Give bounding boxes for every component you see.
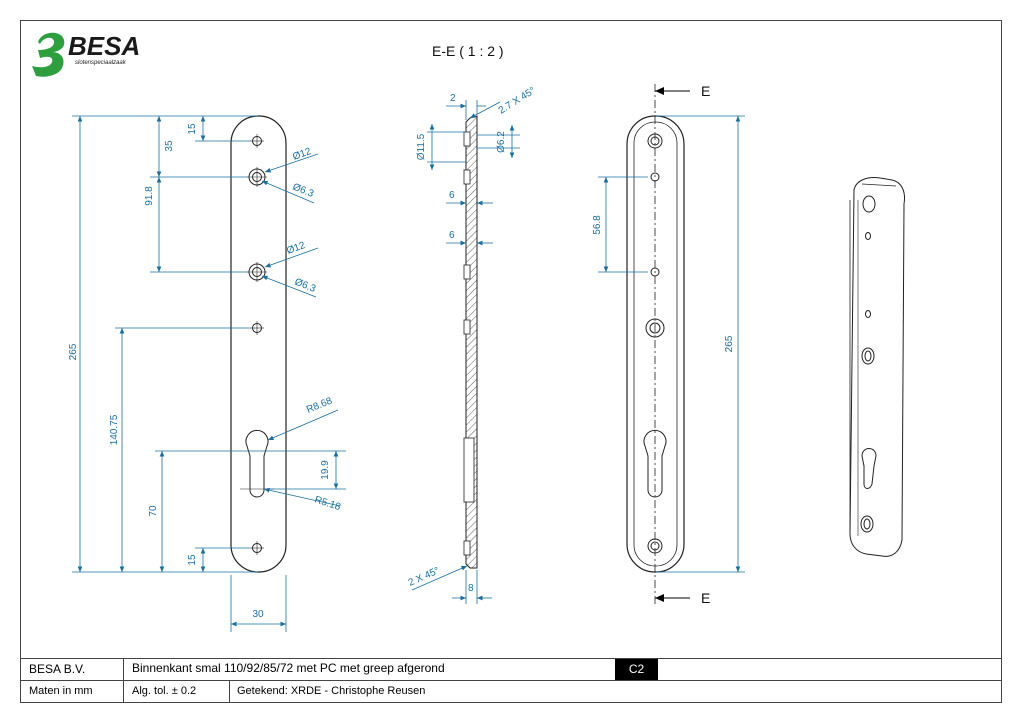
dim-chamfer-bottom: 2 X 45°	[407, 565, 442, 588]
dim-15-bottom: 15	[187, 554, 198, 566]
cylinder-cutout-iso	[861, 448, 877, 489]
dim-30: 30	[252, 609, 264, 620]
dim-phi6-3-a: Ø6.3	[291, 182, 316, 200]
cylinder-cutout-front	[245, 429, 269, 498]
dim-r8-68: R8.68	[305, 395, 334, 415]
dim-phi6-2: Ø6.2	[496, 131, 507, 153]
drawing-frame	[20, 20, 1002, 703]
dim-15-top: 15	[187, 123, 198, 135]
dim-70: 70	[148, 505, 159, 517]
dim-19-9: 19.9	[320, 460, 331, 480]
logo-tagline: slotenspeciaalzaak	[75, 60, 127, 66]
sheet-size-badge: C2	[615, 659, 658, 680]
section-title: E-E ( 1 : 2 )	[432, 43, 504, 59]
dim-8: 8	[468, 583, 474, 594]
dim-6-a: 6	[449, 190, 455, 201]
dim-phi12-a: Ø12	[291, 146, 313, 163]
company-name: BESA B.V.	[29, 662, 86, 676]
cylinder-cutout-rear	[643, 429, 667, 498]
besa-logo: BESA slotenspeciaalzaak	[32, 31, 140, 77]
dim-56-8: 56.8	[592, 215, 603, 235]
front-view: 265 35 15 91.8 140.75 70 15 19.9 30 Ø12 …	[68, 115, 346, 632]
dim-140-75: 140.75	[109, 414, 120, 445]
section-marker-top: E	[701, 83, 710, 99]
plate-outline-front	[230, 115, 287, 573]
dim-2: 2	[450, 93, 456, 104]
drawn-by: Getekend: XRDE - Christophe Reusen	[237, 685, 426, 697]
plate-outline-iso	[849, 177, 905, 557]
dim-phi12-b: Ø12	[285, 240, 307, 257]
dim-phi11-5: Ø11.5	[416, 133, 427, 160]
title-block-top-line	[20, 658, 1002, 659]
units-note: Maten in mm	[29, 685, 93, 697]
tolerance-note: Alg. tol. ± 0.2	[132, 685, 197, 697]
plate-outline-rear	[626, 115, 685, 573]
section-marker-bottom: E	[701, 590, 710, 606]
drawing-description: Binnenkant smal 110/92/85/72 met PC met …	[132, 661, 445, 675]
dim-r5-18: R5.18	[313, 494, 342, 513]
title-block-mid-line	[20, 680, 1002, 681]
rear-view: E E 56.8 265	[592, 83, 745, 606]
dim-35: 35	[164, 140, 175, 152]
logo-b-mark	[32, 32, 65, 77]
dim-6-b: 6	[449, 230, 455, 241]
dim-phi6-3-b: Ø6.3	[293, 277, 318, 295]
dim-265-rear: 265	[724, 335, 735, 352]
dim-91-8: 91.8	[144, 186, 155, 206]
section-view: 2 2.7 X 45° Ø11.5 Ø6.2 6 6 2 X 45° 8	[407, 85, 538, 604]
dim-265-front: 265	[68, 343, 79, 360]
isometric-view	[849, 177, 905, 557]
logo-text: BESA	[68, 31, 140, 61]
dim-chamfer-top: 2.7 X 45°	[497, 85, 538, 116]
